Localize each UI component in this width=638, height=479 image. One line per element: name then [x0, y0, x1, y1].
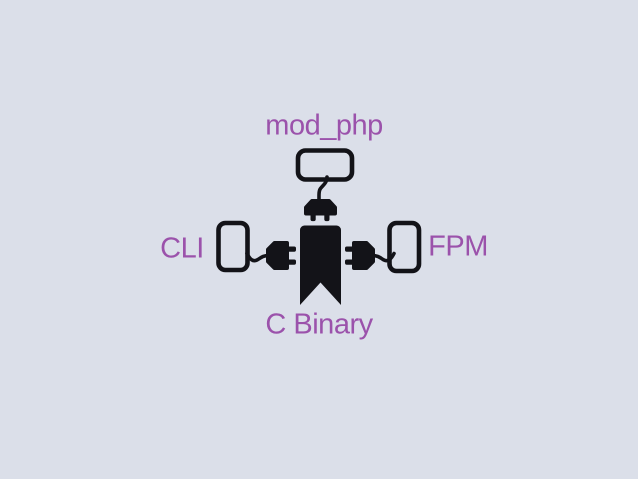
label-fpm: FPM — [428, 230, 488, 263]
right-plug-icon — [345, 241, 375, 270]
plug-body — [266, 241, 289, 270]
plug-prong — [345, 259, 355, 265]
left-plug-icon — [266, 241, 296, 270]
c-binary-bookmark-icon — [300, 225, 341, 305]
cli-box-icon — [216, 220, 250, 273]
cli-wire — [245, 251, 271, 263]
fpm-box-icon — [387, 220, 422, 274]
label-mod-php: mod_php — [265, 109, 383, 142]
plug-prong — [345, 246, 355, 252]
plug-prong — [286, 246, 296, 252]
plug-body — [304, 199, 337, 216]
top-plug-icon — [304, 199, 337, 222]
plug-body — [352, 241, 375, 270]
mod-php-wire — [317, 175, 329, 204]
label-cli: CLI — [160, 232, 204, 265]
plug-prong — [310, 213, 316, 222]
label-c-binary: C Binary — [265, 308, 373, 341]
plug-prong — [286, 259, 296, 265]
plug-prong — [324, 213, 330, 222]
mod-php-box-icon — [295, 148, 355, 182]
php-sapi-diagram-icon — [216, 148, 422, 305]
